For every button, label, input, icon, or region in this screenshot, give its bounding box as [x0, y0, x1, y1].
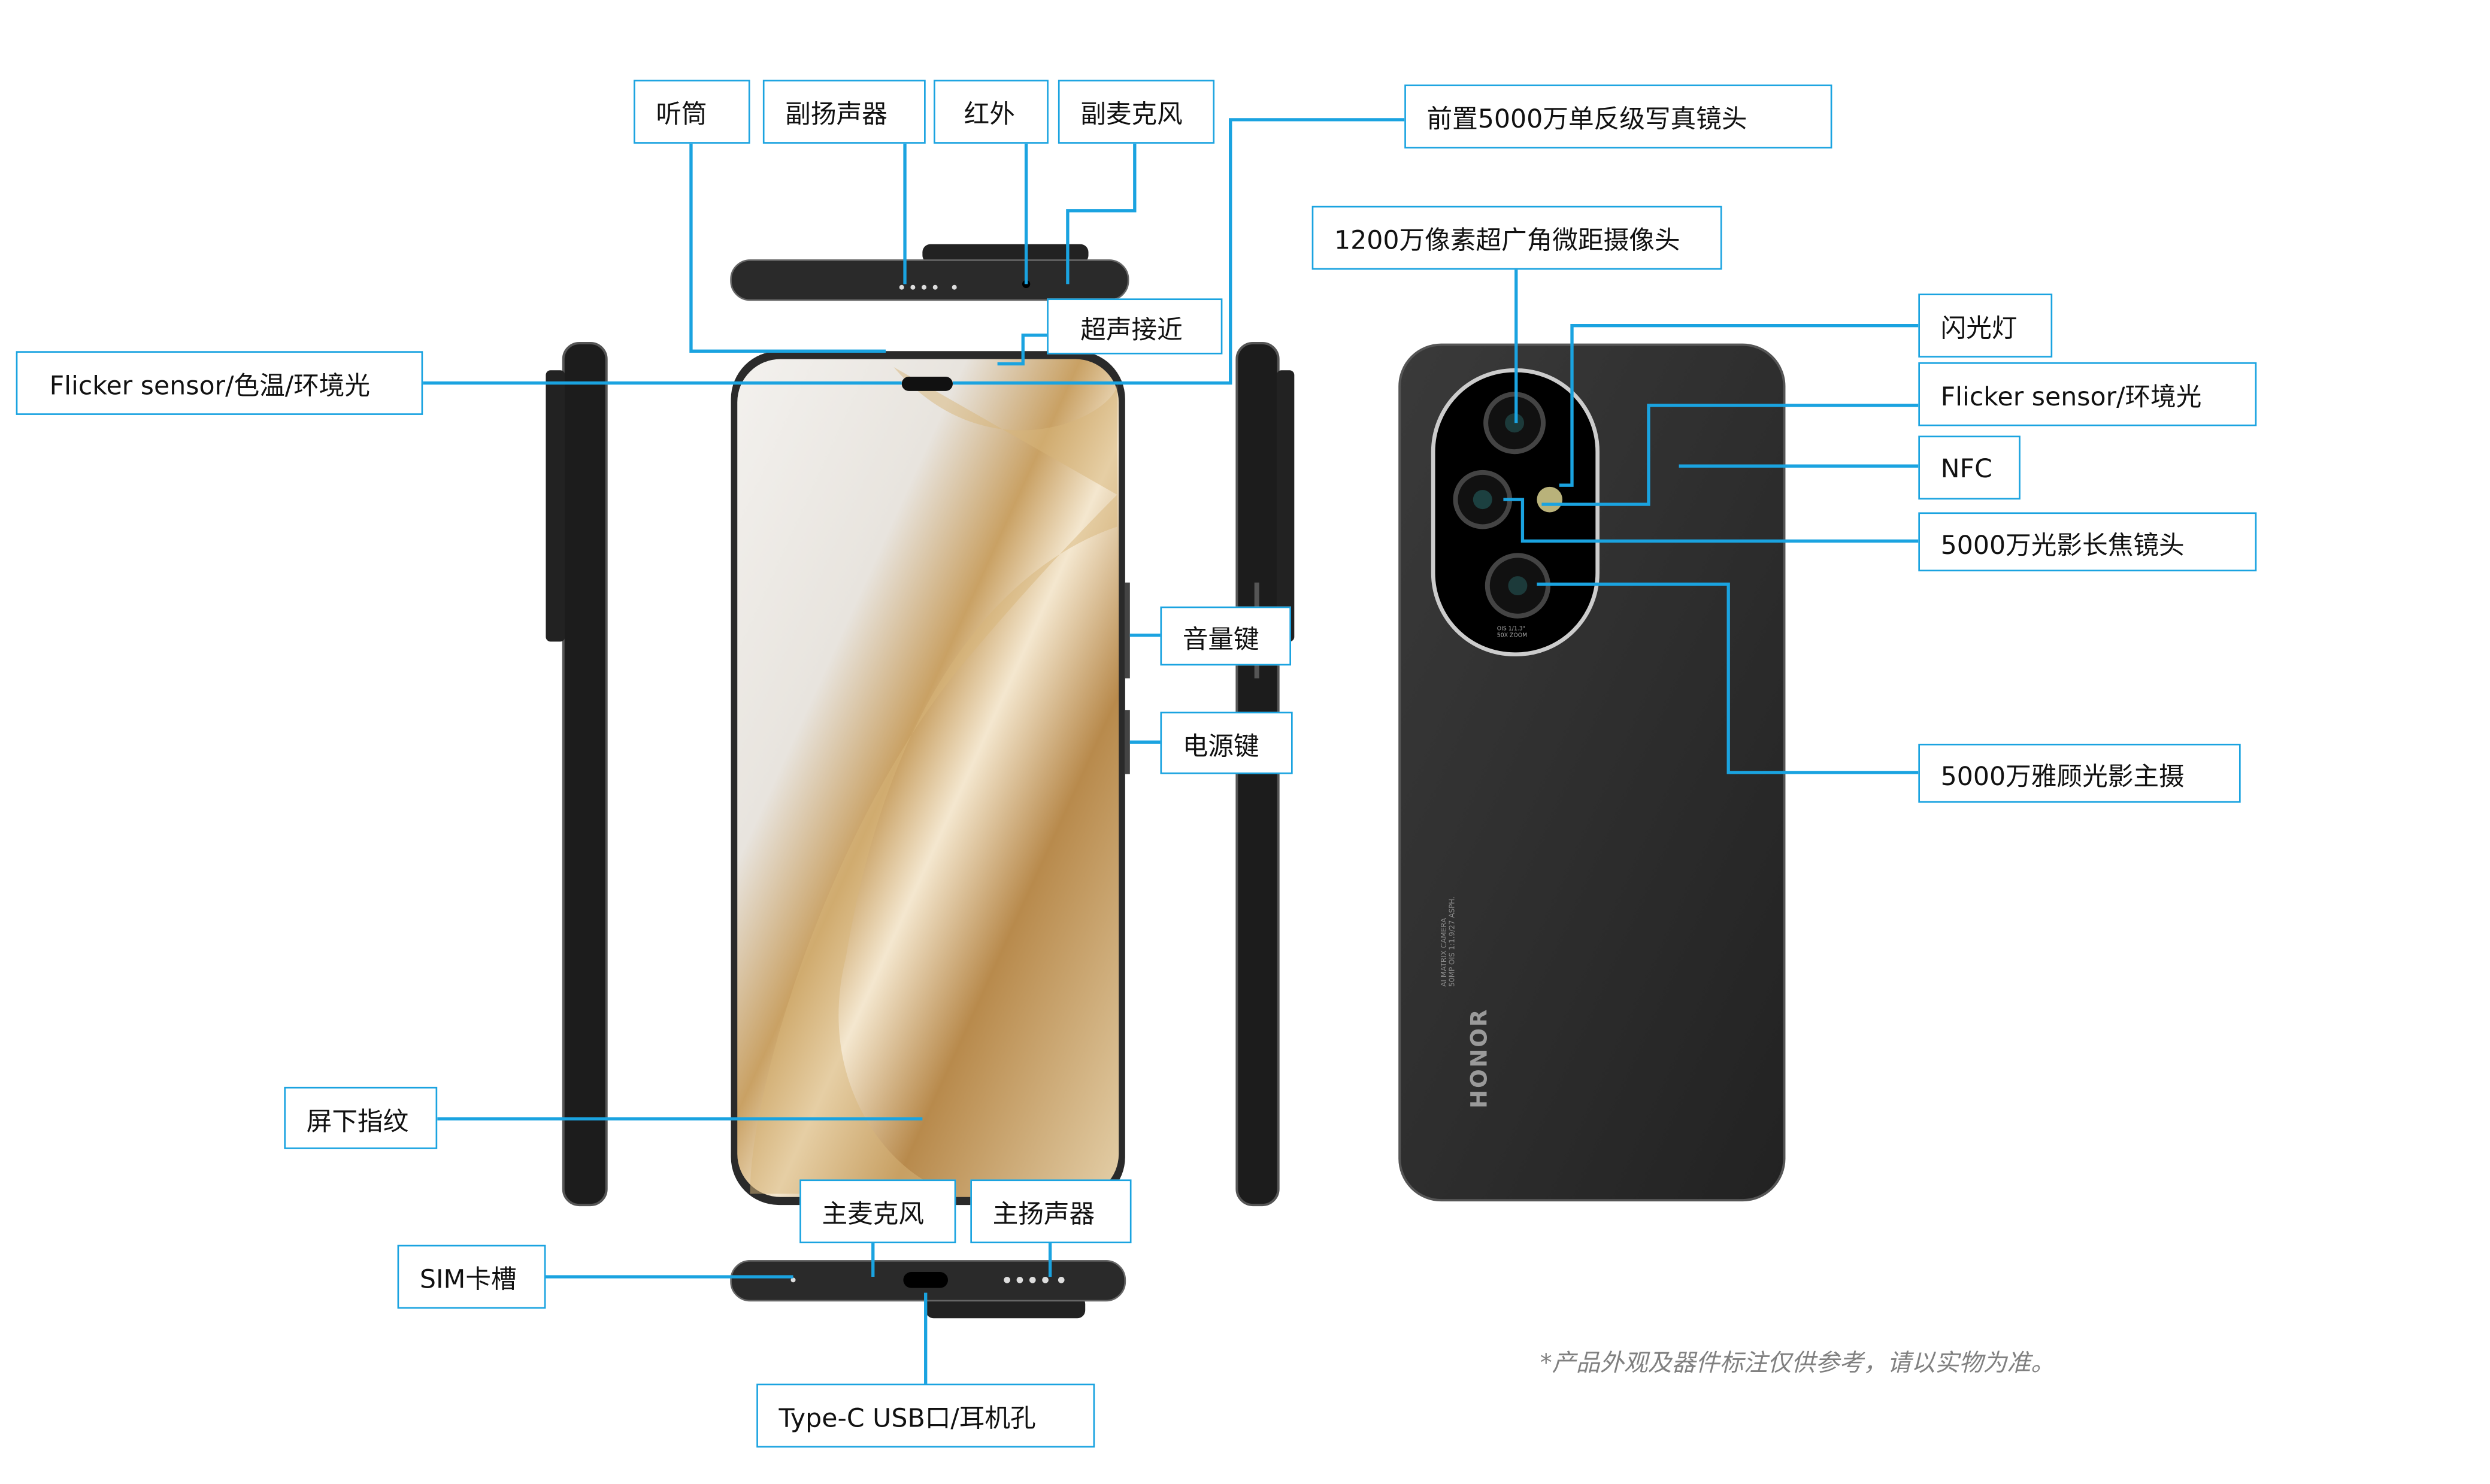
label-secondary-speaker: 副扬声器	[762, 80, 926, 144]
label-fingerprint: 屏下指纹	[284, 1086, 438, 1149]
label-flash: 闪光灯	[1918, 293, 2053, 358]
phone-left-side-view	[546, 341, 608, 1207]
label-earpiece: 听筒	[634, 80, 750, 144]
label-telephoto-camera: 5000万光影长焦镜头	[1918, 512, 2257, 572]
label-usb-port: Type-C USB口/耳机孔	[756, 1383, 1095, 1448]
label-front-flicker-sensor: Flicker sensor/色温/环境光	[16, 351, 423, 415]
disclaimer: *产品外观及器件标注仅供参考，请以实物为准。	[1540, 1348, 2055, 1377]
phone-bottom-view	[730, 1260, 1126, 1319]
label-rear-flicker-sensor: Flicker sensor/环境光	[1918, 362, 2257, 426]
label-power-key: 电源键	[1160, 711, 1293, 774]
module-spec-text: OIS 1/1.3"50X ZOOM	[1497, 625, 1528, 638]
label-infrared: 红外	[934, 80, 1049, 144]
label-main-speaker: 主扬声器	[970, 1179, 1132, 1244]
label-nfc: NFC	[1918, 435, 2021, 500]
label-secondary-mic: 副麦克风	[1058, 80, 1215, 144]
phone-front-view	[731, 351, 1130, 1206]
phone-top-view	[730, 244, 1129, 301]
brand-logo: HONOR	[1467, 1007, 1494, 1109]
label-front-camera: 前置5000万单反级写真镜头	[1404, 84, 1832, 149]
label-main-camera: 5000万雅顾光影主摄	[1918, 743, 2241, 803]
label-volume-key: 音量键	[1160, 606, 1291, 666]
label-ultrawide-camera: 1200万像素超广角微距摄像头	[1311, 205, 1722, 270]
label-sim-slot: SIM卡槽	[397, 1244, 546, 1309]
phone-back-view	[1398, 343, 1786, 1202]
label-main-mic: 主麦克风	[799, 1179, 956, 1244]
callout-lines	[423, 118, 1919, 1384]
label-ultrasonic-proximity: 超声接近	[1047, 298, 1223, 355]
